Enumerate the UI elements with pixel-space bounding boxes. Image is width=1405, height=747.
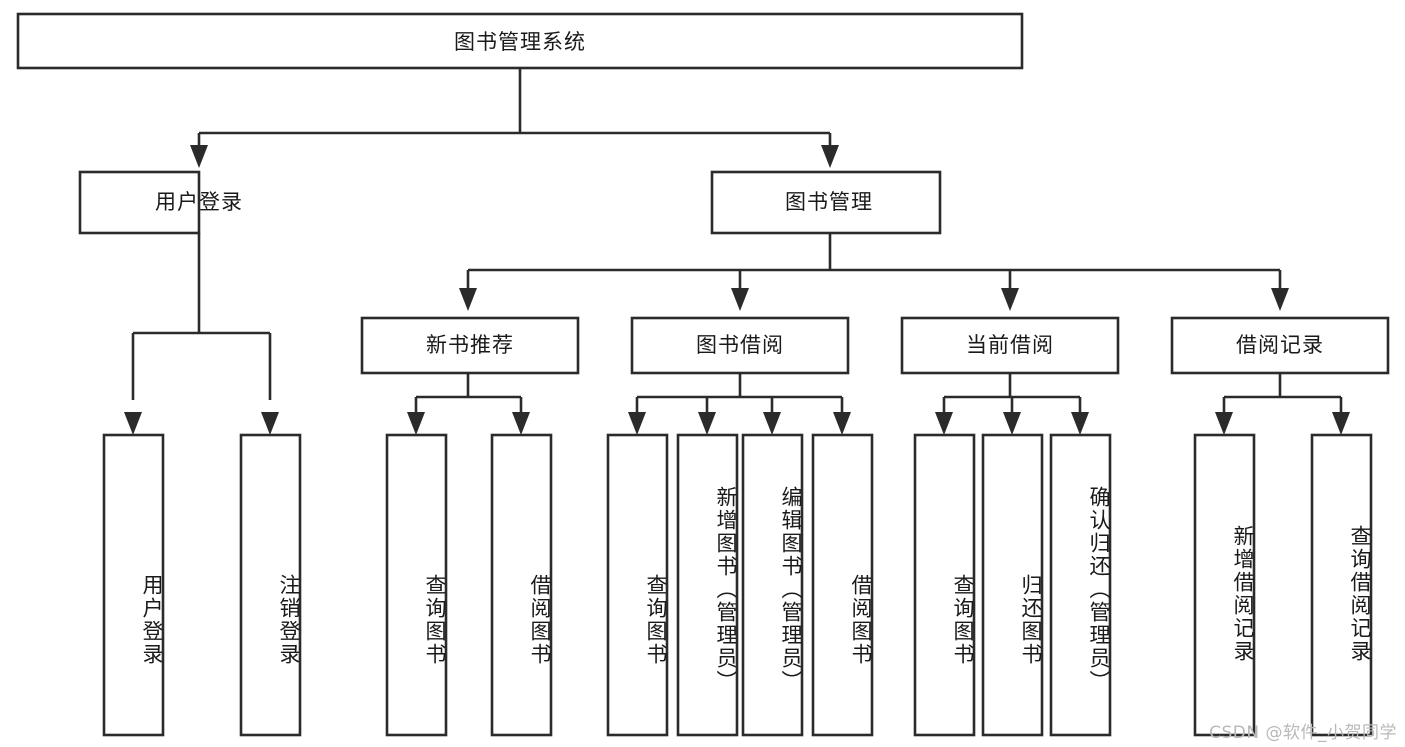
arrowhead-leaf-12 bbox=[1215, 412, 1233, 435]
node-current-borrow-label: 当前借阅 bbox=[966, 333, 1054, 357]
node-book-management[interactable] bbox=[710, 170, 942, 235]
node-user-login-label: 用户登录 bbox=[155, 190, 243, 214]
node-leaf-query-record[interactable] bbox=[1310, 433, 1373, 737]
node-leaf-borrow-book-2[interactable] bbox=[811, 433, 874, 737]
arrowhead-leaf-6 bbox=[698, 412, 716, 435]
node-leaf-confirm-return-admin[interactable] bbox=[1049, 433, 1112, 737]
arrowhead-leaf-7 bbox=[763, 412, 781, 435]
arrowhead-leaf-8 bbox=[833, 412, 851, 435]
arrowhead-newbook bbox=[459, 288, 477, 311]
node-book-borrow[interactable] bbox=[630, 316, 850, 375]
node-leaf-add-record[interactable] bbox=[1193, 433, 1256, 737]
node-book-management-label: 图书管理 bbox=[785, 190, 873, 214]
node-leaf-query-book-3[interactable] bbox=[913, 433, 976, 737]
node-leaf-add-book-admin[interactable] bbox=[676, 433, 739, 737]
node-current-borrow[interactable] bbox=[900, 316, 1120, 375]
arrowhead-current bbox=[1001, 288, 1019, 311]
arrowhead-leaf-10 bbox=[1003, 412, 1021, 435]
node-leaf-edit-book-admin[interactable] bbox=[741, 433, 804, 737]
node-borrow-record[interactable] bbox=[1170, 316, 1390, 375]
arrowhead-leaf-2 bbox=[261, 412, 279, 435]
arrowhead-book-mgmt bbox=[821, 145, 839, 168]
node-root[interactable] bbox=[16, 12, 1024, 70]
node-borrow-record-label: 借阅记录 bbox=[1236, 333, 1324, 357]
node-leaf-query-book-1[interactable] bbox=[385, 433, 448, 737]
arrowhead-borrow bbox=[731, 288, 749, 311]
node-book-borrow-label: 图书借阅 bbox=[696, 333, 784, 357]
node-leaf-user-login[interactable] bbox=[102, 433, 165, 737]
node-new-book-recommend[interactable] bbox=[360, 316, 580, 375]
node-leaf-logout[interactable] bbox=[239, 433, 302, 737]
arrowhead-leaf-3 bbox=[407, 412, 425, 435]
node-leaf-query-book-2[interactable] bbox=[606, 433, 669, 737]
node-new-book-recommend-label: 新书推荐 bbox=[426, 333, 514, 357]
arrowhead-leaf-4 bbox=[512, 412, 530, 435]
arrowhead-leaf-5 bbox=[628, 412, 646, 435]
node-leaf-borrow-book-1[interactable] bbox=[490, 433, 553, 737]
arrowhead-leaf-1 bbox=[124, 412, 142, 435]
csdn-watermark: CSDN @软件_小贺同学 bbox=[1209, 723, 1397, 743]
node-leaf-return-book[interactable] bbox=[981, 433, 1044, 737]
arrowhead-leaf-11 bbox=[1071, 412, 1089, 435]
arrowhead-leaf-13 bbox=[1332, 412, 1350, 435]
node-root-label: 图书管理系统 bbox=[454, 30, 586, 54]
arrowhead-user-login bbox=[190, 145, 208, 168]
arrowhead-record bbox=[1271, 288, 1289, 311]
arrowhead-leaf-9 bbox=[935, 412, 953, 435]
node-user-login[interactable] bbox=[78, 170, 201, 235]
